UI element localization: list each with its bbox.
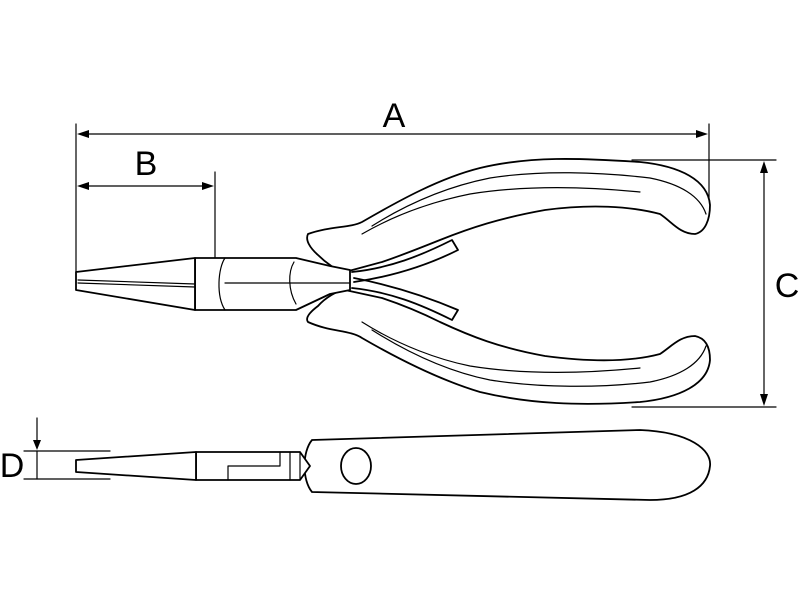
dimension-c-label: C (774, 267, 800, 305)
dimension-c-line (631, 159, 777, 408)
lower-handle-inner-line (371, 329, 707, 387)
dimension-a-label: A (382, 97, 406, 135)
dimension-d-line (23, 417, 111, 480)
dimension-a-line (75, 123, 710, 273)
side-handle-hole (340, 447, 372, 485)
dimension-b-label: B (134, 145, 158, 183)
pliers-top-view (75, 158, 711, 405)
side-jaw-tip (75, 451, 197, 481)
upper-handle-grip (306, 158, 711, 273)
dimension-d-label: D (0, 447, 25, 485)
joint-body (194, 257, 351, 311)
dimension-b-line (77, 171, 216, 259)
pliers-side-view (75, 429, 711, 501)
spring (351, 239, 459, 283)
upper-handle-inner-line (371, 172, 707, 227)
lower-handle-grip (306, 289, 711, 405)
